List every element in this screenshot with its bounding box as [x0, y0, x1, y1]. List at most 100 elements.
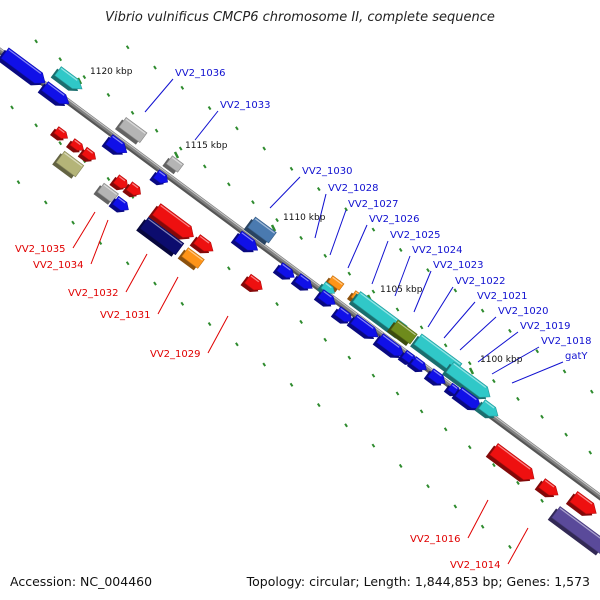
kbp-label: 1110 kbp — [283, 213, 326, 223]
gene-feature-cyan — [474, 399, 499, 419]
forward-gene-label: VV2_1026 — [369, 214, 420, 225]
tick-mark — [426, 484, 430, 489]
leader-line — [413, 270, 432, 313]
tick-mark — [130, 110, 135, 115]
reverse-gene-label: VV2_1035 — [15, 244, 66, 255]
gene-feature-blue — [108, 195, 129, 213]
tick-mark — [371, 227, 376, 232]
leader-line — [427, 286, 454, 328]
tick-mark — [207, 321, 212, 327]
forward-gene-label: VV2_1023 — [433, 260, 484, 271]
major-tick — [173, 151, 180, 159]
tick-mark — [106, 92, 111, 97]
tick-mark — [262, 362, 267, 367]
accession-text: Accession: NC_004460 — [10, 574, 153, 589]
gene-feature-red — [148, 203, 194, 240]
forward-gene-label: VV2_1036 — [175, 68, 226, 79]
gene-feature-orange — [324, 275, 345, 293]
tick-mark — [34, 39, 38, 44]
gene-feature-slate — [547, 506, 600, 556]
tick-mark — [299, 319, 303, 325]
tick-mark — [251, 200, 255, 205]
tick-mark — [492, 378, 496, 384]
reverse-gene-label: VV2_1016 — [410, 534, 461, 545]
tick-mark — [347, 271, 352, 276]
tick-mark — [453, 288, 458, 293]
tick-mark — [125, 45, 130, 50]
forward-gene-label: VV2_1018 — [541, 336, 592, 347]
tick-mark — [316, 187, 321, 192]
tick-mark — [344, 423, 348, 428]
gene-feature-darkolive — [386, 319, 418, 346]
gene-feature-red — [77, 146, 96, 162]
tick-mark — [371, 373, 376, 378]
tick-mark — [227, 182, 231, 187]
tick-mark — [43, 200, 48, 205]
tick-mark — [453, 504, 458, 509]
tick-mark — [398, 247, 403, 252]
tick-mark — [492, 462, 496, 468]
leader-line — [269, 176, 301, 209]
tick-mark — [299, 235, 303, 241]
gene-feature-red — [50, 126, 69, 141]
leader-line — [467, 499, 489, 539]
gene-feature-orange — [177, 247, 205, 271]
tick-mark — [323, 253, 328, 258]
leader-line — [144, 78, 174, 113]
tick-mark — [125, 261, 130, 266]
tick-mark — [323, 337, 328, 342]
gene-feature-cyan — [50, 66, 83, 91]
tick-mark — [443, 427, 448, 432]
major-tick — [468, 367, 475, 375]
forward-gene-label: VV2_1033 — [220, 100, 271, 111]
tick-mark — [10, 105, 14, 110]
tick-mark — [154, 128, 159, 133]
tick-mark — [153, 65, 157, 70]
gene-feature-red — [565, 491, 597, 516]
tick-mark — [34, 123, 38, 128]
tick-mark — [82, 75, 87, 80]
gene-feature-red — [109, 174, 128, 191]
forward-gene-label: VV2_1022 — [455, 276, 506, 287]
leader-line — [314, 193, 327, 239]
gene-features — [0, 47, 600, 556]
gene-feature-blue — [101, 134, 128, 155]
gene-feature-blue — [313, 289, 336, 307]
tick-mark — [71, 220, 75, 225]
tick-mark — [508, 328, 512, 333]
leader-line — [194, 110, 219, 141]
tick-mark — [289, 382, 294, 387]
gene-feature-blue — [272, 262, 295, 280]
tick-marks — [10, 39, 594, 549]
tick-mark — [516, 396, 520, 401]
tick-mark — [316, 403, 321, 408]
gene-feature-blue — [149, 169, 168, 186]
reverse-gene-label: VV2_1014 — [450, 560, 501, 571]
gene-feature-blue — [423, 368, 446, 386]
tick-mark — [58, 57, 63, 62]
tick-mark — [480, 308, 485, 313]
forward-gene-label: VV2_1025 — [390, 230, 441, 241]
tick-mark — [426, 268, 430, 273]
tick-mark — [398, 463, 403, 468]
reverse-gene-label: VV2_1034 — [33, 260, 84, 271]
gene-feature-blue — [290, 273, 313, 291]
gene-feature-blue — [230, 230, 259, 253]
tick-mark — [535, 349, 540, 354]
leader-line — [329, 209, 347, 256]
gene-feature-grey — [162, 155, 185, 175]
leader-line — [477, 331, 519, 363]
forward-gene-label: VV2_1030 — [302, 166, 353, 177]
tick-mark — [178, 146, 183, 151]
tick-mark — [467, 445, 472, 450]
gene-feature-blue — [37, 81, 70, 106]
tick-mark — [58, 141, 63, 146]
gene-feature-blue — [0, 47, 46, 86]
leader-line — [511, 361, 564, 384]
leader-line — [491, 346, 540, 375]
leader-line — [125, 253, 148, 293]
leader-line — [72, 211, 96, 249]
tick-mark — [275, 218, 279, 223]
